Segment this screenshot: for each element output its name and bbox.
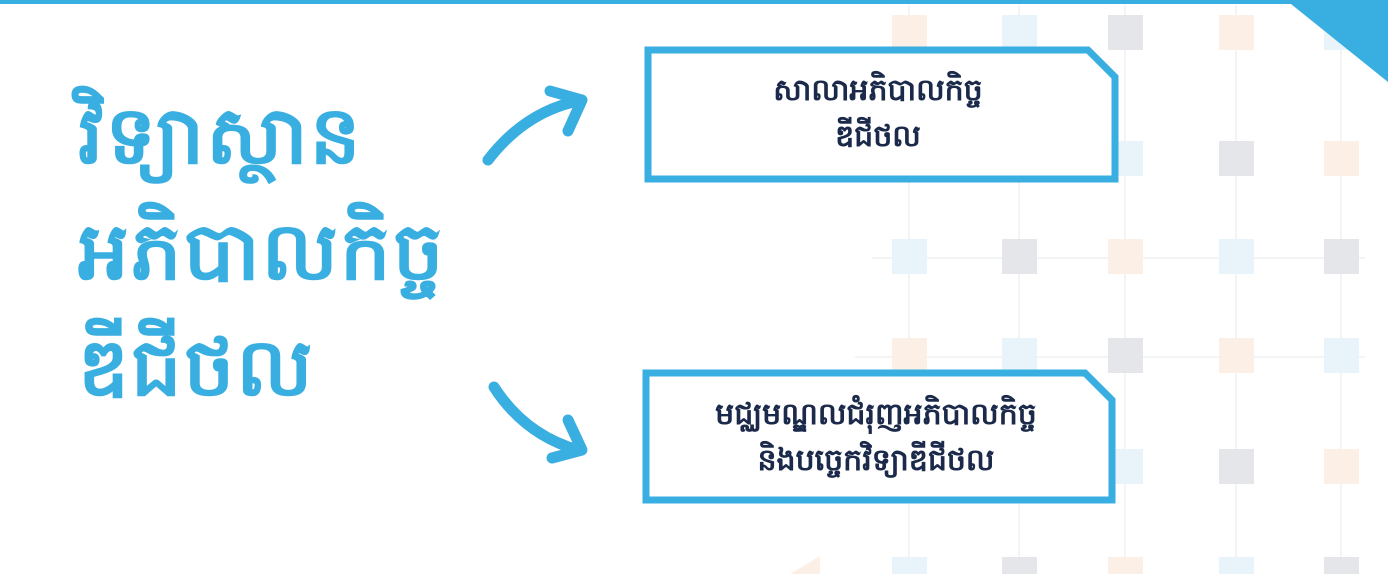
center-label-line: និងបច្ចេកវិទ្យាឌីជីថល xyxy=(757,443,995,478)
decorative-square xyxy=(1324,557,1359,574)
decorative-square xyxy=(892,239,927,274)
school-label-line: ឌីជីថល xyxy=(835,119,921,154)
decorative-square xyxy=(1219,239,1254,274)
institute-title: វិទ្យាស្ថាន អភិបាលកិច្ច ឌីជីថល xyxy=(78,78,445,426)
decorative-square xyxy=(892,557,927,574)
decorative-square xyxy=(892,338,927,373)
title-line: ឌីជីថល xyxy=(78,321,315,414)
decorative-square xyxy=(1324,338,1359,373)
decorative-square xyxy=(1108,338,1143,373)
decorative-square xyxy=(892,15,927,50)
decorative-square xyxy=(1219,338,1254,373)
box-school-frame xyxy=(644,46,1119,183)
school-label: សាលាអភិបាលកិច្ច ឌីជីថល xyxy=(645,68,1111,160)
arrow-down-icon xyxy=(488,381,588,464)
decorative-square xyxy=(1324,239,1359,274)
decorative-square xyxy=(1002,338,1037,373)
title-line: វិទ្យាស្ថាន xyxy=(78,89,363,182)
title-line: អភិបាលកិច្ច xyxy=(78,205,446,298)
decorative-square xyxy=(1219,15,1254,50)
center-label-line: មជ្ឈមណ្ឌលជំរុញអភិបាលកិច្ច xyxy=(715,397,1037,432)
decorative-square xyxy=(1324,449,1359,484)
decorative-square xyxy=(1219,141,1254,176)
decorative-square xyxy=(1002,557,1037,574)
center-label: មជ្ឈមណ្ឌលជំរុញអភិបាលកិច្ច និងបច្ចេកវិទ្យ… xyxy=(643,392,1109,484)
box-center-frame xyxy=(642,369,1116,504)
arrow-up-icon xyxy=(482,85,588,166)
corner-triangle-bottom xyxy=(790,556,820,574)
decorative-square xyxy=(1219,449,1254,484)
corner-triangle xyxy=(1286,0,1388,82)
decorative-square xyxy=(1108,557,1143,574)
decorative-square xyxy=(1108,15,1143,50)
decorative-square xyxy=(1219,557,1254,574)
decorative-square xyxy=(1324,141,1359,176)
school-label-line: សាលាអភិបាលកិច្ច xyxy=(773,73,983,108)
decorative-square xyxy=(1002,239,1037,274)
decorative-square xyxy=(1002,15,1037,50)
decorative-square xyxy=(1108,239,1143,274)
top-accent-bar xyxy=(0,0,1295,4)
